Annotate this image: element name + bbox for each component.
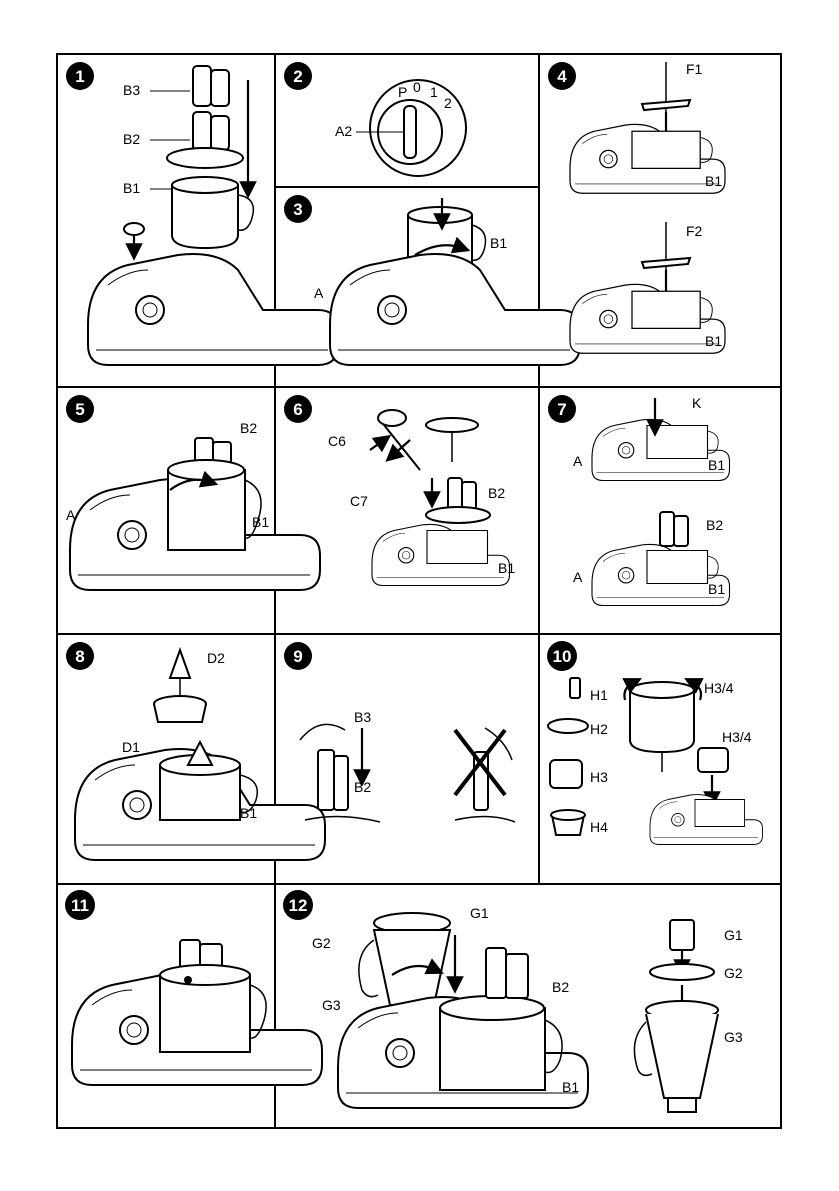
label-h2: H2 [590,721,608,737]
label-b3: B3 [354,709,371,725]
svg-text:6: 6 [293,400,302,419]
label-h34: H3/4 [722,729,752,745]
dial-tick: P [398,84,407,100]
panel-5: 5 B2 A B1 [66,395,320,590]
panel-2: 2 P 0 1 2 A2 [284,62,466,176]
label-b2: B2 [354,779,371,795]
step-number-badge: 11 [65,890,95,920]
svg-text:10: 10 [553,647,572,666]
label-a: A [314,285,324,301]
step-number-badge: 12 [283,890,313,920]
label-b1: B1 [490,235,507,251]
panel-12: 12 G1 G2 G3 B2 B1 [283,890,743,1112]
step-number-badge: 10 [547,641,577,671]
label-b3: B3 [123,82,140,98]
label-g2: G2 [312,935,331,951]
label-g2: G2 [724,965,743,981]
step-number-badge: 6 [284,395,312,423]
label-g1: G1 [470,905,489,921]
label-h34: H3/4 [704,680,734,696]
coupling-illustration [124,223,144,252]
label-k: K [692,395,702,411]
svg-text:3: 3 [293,200,302,219]
dial-tick: 2 [444,95,452,111]
svg-text:4: 4 [557,67,567,86]
speed-dial-illustration: P 0 1 2 [370,79,466,176]
label-b2: B2 [552,979,569,995]
label-a: A [573,453,583,469]
svg-text:11: 11 [71,896,89,915]
label-h4: H4 [590,819,608,835]
label-b2: B2 [123,131,140,147]
accessory-parts-illustration [548,678,588,835]
label-b1: B1 [705,333,722,349]
panel-8: 8 D2 D1 B1 [66,642,325,860]
label-a: A [573,569,583,585]
feed-pushers-illustration [167,66,253,248]
label-g3: G3 [724,1029,743,1045]
label-h3: H3 [590,769,608,785]
label-a: A [66,507,76,523]
citrus-cone-illustration [154,650,206,722]
label-d1: D1 [122,739,140,755]
label-a2: A2 [335,123,352,139]
step-number-badge: 5 [66,395,94,423]
processor-illustration [570,284,725,353]
label-b1: B1 [498,560,515,576]
svg-text:8: 8 [75,647,84,666]
svg-text:1: 1 [75,67,84,86]
label-b2: B2 [240,420,257,436]
step-number-badge: 1 [66,62,94,90]
label-b1: B1 [708,457,725,473]
mini-processor-illustration [650,748,763,845]
dial-tick: 0 [413,79,421,95]
label-h1: H1 [590,687,608,703]
label-f2: F2 [686,223,703,239]
label-b1: B1 [123,180,140,196]
svg-text:9: 9 [293,647,302,666]
step-number-badge: 7 [548,395,576,423]
disc-holder-illustration [370,410,478,470]
label-b1: B1 [562,1079,579,1095]
label-c6: C6 [328,433,346,449]
dough-attachment-illustration [624,682,701,772]
dial-tick: 1 [430,84,438,100]
label-b2: B2 [706,517,723,533]
food-processor-illustration [70,438,320,590]
label-g1: G1 [724,927,743,943]
step-number-badge: 3 [284,195,312,223]
label-d2: D2 [207,650,225,666]
label-f1: F1 [686,61,703,77]
combined-base-illustration [338,948,588,1108]
panel-7: 7 K A B1 B2 A B1 [548,395,730,606]
assembled-processor-illustration [72,940,322,1085]
svg-text:5: 5 [75,400,84,419]
step-number-badge: 9 [284,642,312,670]
label-c7: C7 [350,493,368,509]
pusher-incorrect-illustration [455,728,515,822]
panel-4: 4 F1 B1 F2 B1 [548,61,725,353]
label-b1: B1 [708,581,725,597]
svg-text:7: 7 [557,400,566,419]
svg-text:2: 2 [293,67,302,86]
blender-exploded-illustration [634,920,718,1112]
panel-11: 11 [65,890,322,1085]
step-number-badge: 8 [66,642,94,670]
svg-text:12: 12 [289,896,308,915]
panel-10: 10 H1 H2 H3 H4 H3/4 H3/4 [547,641,763,845]
panel-9: 9 B3 B2 [284,642,515,822]
motor-base-illustration [88,254,338,365]
step-number-badge: 2 [284,62,312,90]
juicer-illustration [75,742,325,860]
step-number-badge: 4 [548,62,576,90]
processor-illustration [570,124,725,193]
label-b2: B2 [488,485,505,501]
motor-base-illustration [330,254,580,365]
blender-jug-illustration [359,913,455,1005]
label-g3: G3 [322,997,341,1013]
label-b1: B1 [240,805,257,821]
label-b1: B1 [705,173,722,189]
label-b1: B1 [252,514,269,530]
